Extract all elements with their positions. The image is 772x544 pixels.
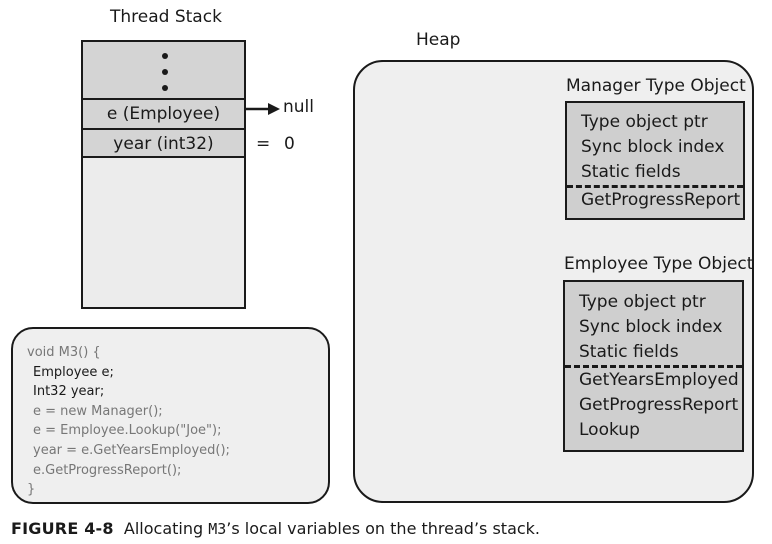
caption-text-after: ’s local variables on the thread’s stack… bbox=[226, 519, 541, 538]
manager-type-object-title: Manager Type Object bbox=[566, 76, 746, 96]
manager-method-divider bbox=[567, 185, 743, 188]
e-value-null: null bbox=[283, 97, 314, 117]
employee-method-lookup: Lookup bbox=[579, 420, 640, 440]
caption-code: M3 bbox=[208, 520, 227, 538]
heap-title: Heap bbox=[416, 30, 461, 50]
year-value-zero: 0 bbox=[284, 134, 295, 154]
employee-field-sync-block-index: Sync block index bbox=[579, 317, 723, 337]
stack-ellipsis bbox=[83, 44, 244, 98]
thread-stack-title: Thread Stack bbox=[110, 7, 222, 27]
stack-slot-year: year (int32) bbox=[83, 128, 244, 158]
manager-field-type-object-ptr: Type object ptr bbox=[581, 112, 708, 132]
employee-type-object-title: Employee Type Object bbox=[564, 254, 754, 274]
caption-text-before: Allocating bbox=[123, 519, 209, 538]
employee-type-object: Type object ptr Sync block index Static … bbox=[563, 280, 744, 452]
code-line-get-years: year = e.GetYearsEmployed(); bbox=[33, 442, 230, 458]
code-line-employee-decl: Employee e; bbox=[33, 364, 114, 380]
thread-stack: e (Employee) year (int32) bbox=[81, 40, 246, 309]
employee-method-get-progress-report: GetProgressReport bbox=[579, 395, 739, 415]
figure-number: FIGURE 4-8 bbox=[11, 519, 114, 538]
method-code-box: void M3() { Employee e; Int32 year; e = … bbox=[11, 327, 330, 504]
year-equals-sign: = bbox=[256, 134, 271, 154]
code-line-lookup: e = Employee.Lookup("Joe"); bbox=[33, 423, 222, 439]
stack-free-space bbox=[83, 158, 244, 307]
null-arrow-icon bbox=[246, 103, 280, 115]
manager-field-static-fields: Static fields bbox=[581, 162, 681, 182]
figure-caption: FIGURE 4-8 Allocating M3’s local variabl… bbox=[11, 519, 540, 538]
employee-method-get-years-employed: GetYearsEmployed bbox=[579, 370, 739, 390]
manager-field-sync-block-index: Sync block index bbox=[581, 137, 725, 157]
stack-slot-e: e (Employee) bbox=[83, 98, 244, 128]
manager-method-get-progress-report: GetProgressReport bbox=[581, 190, 741, 210]
code-line-new-manager: e = new Manager(); bbox=[33, 403, 163, 419]
code-line-signature: void M3() { bbox=[27, 345, 101, 360]
employee-method-divider bbox=[565, 365, 742, 368]
code-line-year-decl: Int32 year; bbox=[33, 384, 105, 400]
code-line-close-brace: } bbox=[27, 482, 36, 498]
employee-field-static-fields: Static fields bbox=[579, 342, 679, 362]
code-line-progress-report: e.GetProgressReport(); bbox=[33, 462, 182, 478]
employee-field-type-object-ptr: Type object ptr bbox=[579, 292, 706, 312]
manager-type-object: Type object ptr Sync block index Static … bbox=[565, 101, 745, 220]
